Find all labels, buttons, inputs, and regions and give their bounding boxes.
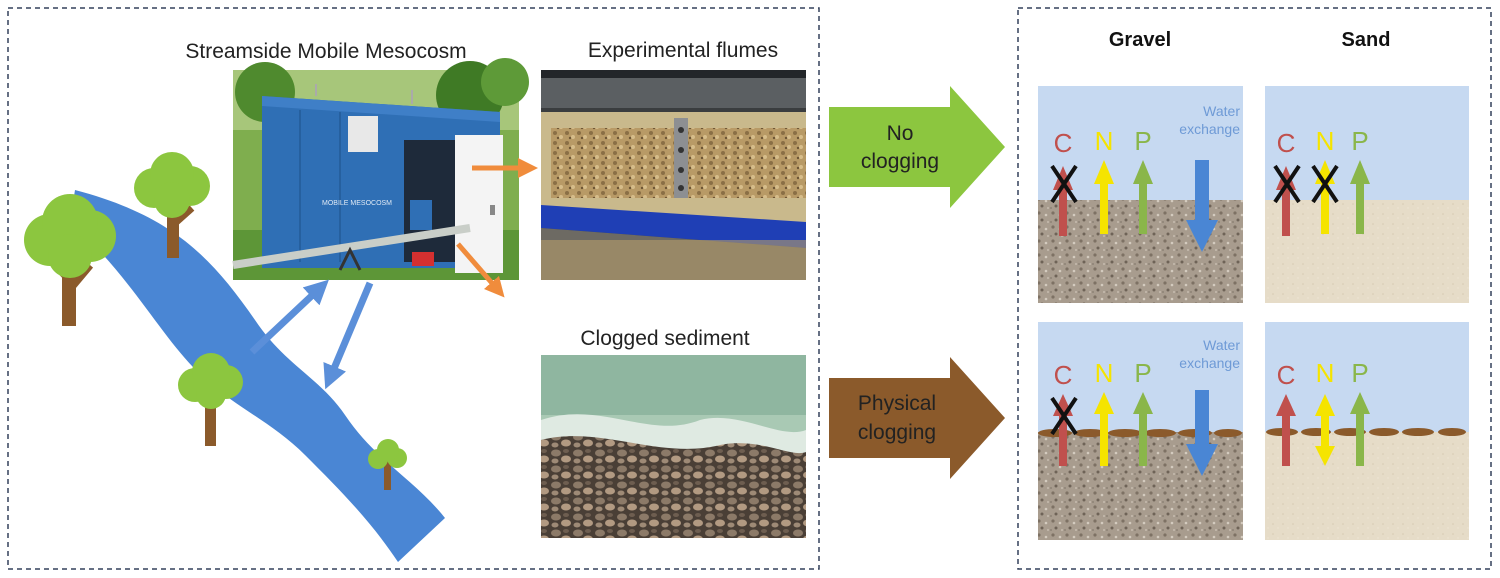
river	[70, 190, 445, 562]
blocked-x-icon	[1273, 164, 1301, 204]
blocked-x-icon	[1311, 164, 1339, 204]
nutrient-n-3: N	[1095, 358, 1114, 388]
water-exchange-label-1a: Water	[1203, 103, 1240, 119]
arrow-to-clogged	[456, 242, 505, 298]
nutrient-p-4: P	[1351, 358, 1368, 388]
nutrient-n-1: N	[1095, 126, 1114, 156]
no-clogging-line2: clogging	[861, 150, 939, 173]
nutrient-p-3: P	[1134, 358, 1151, 388]
mesocosm-photo: MOBILE MESOCOSM	[232, 58, 529, 280]
nutrient-n-4: N	[1316, 358, 1335, 388]
physical-clogging-line2: clogging	[858, 421, 936, 444]
water-exchange-label-2a: Water	[1203, 337, 1240, 353]
tree-large-icon	[24, 194, 116, 326]
clogged-sediment-photo	[541, 355, 806, 538]
tree-small-icon	[368, 439, 407, 490]
nutrient-c-1: C	[1054, 128, 1073, 158]
water-exchange-label-2b: exchange	[1179, 355, 1240, 371]
column-header-sand: Sand	[1342, 29, 1391, 51]
nutrient-c-4: C	[1277, 360, 1296, 390]
blocked-x-icon	[1050, 396, 1078, 436]
arrow-mesocosm-to-river	[323, 281, 374, 390]
nutrient-p-2: P	[1351, 126, 1368, 156]
nutrient-p-1: P	[1134, 126, 1151, 156]
flumes-title: Experimental flumes	[588, 39, 778, 62]
cell-gravel-no-clogging: Water exchange C N P	[1038, 86, 1243, 303]
nutrient-c-3: C	[1054, 360, 1073, 390]
flumes-photo	[541, 70, 806, 280]
nutrient-n-2: N	[1316, 126, 1335, 156]
blocked-x-icon	[1050, 164, 1078, 204]
water-exchange-label-1b: exchange	[1179, 121, 1240, 137]
no-clogging-line1: No	[887, 122, 914, 145]
column-header-gravel: Gravel	[1109, 29, 1171, 51]
no-clogging-arrow: No clogging	[829, 86, 1005, 208]
tree-medium-icon	[134, 152, 210, 258]
physical-clogging-line1: Physical	[858, 392, 936, 415]
clogged-title: Clogged sediment	[580, 327, 749, 350]
cell-sand-clogging: C N P	[1265, 322, 1469, 540]
cell-gravel-clogging: Water exchange C N P	[1038, 322, 1243, 540]
nutrient-c-2: C	[1277, 128, 1296, 158]
physical-clogging-arrow: Physical clogging	[829, 357, 1005, 479]
mesocosm-title: Streamside Mobile Mesocosm	[185, 40, 466, 63]
arrow-river-to-mesocosm	[249, 279, 329, 355]
left-panel-frame	[7, 7, 820, 570]
cell-sand-no-clogging: C N P	[1265, 86, 1469, 303]
right-panel-frame	[1017, 7, 1492, 570]
tree-river-icon	[178, 353, 243, 446]
container-sign: MOBILE MESOCOSM	[322, 200, 392, 207]
